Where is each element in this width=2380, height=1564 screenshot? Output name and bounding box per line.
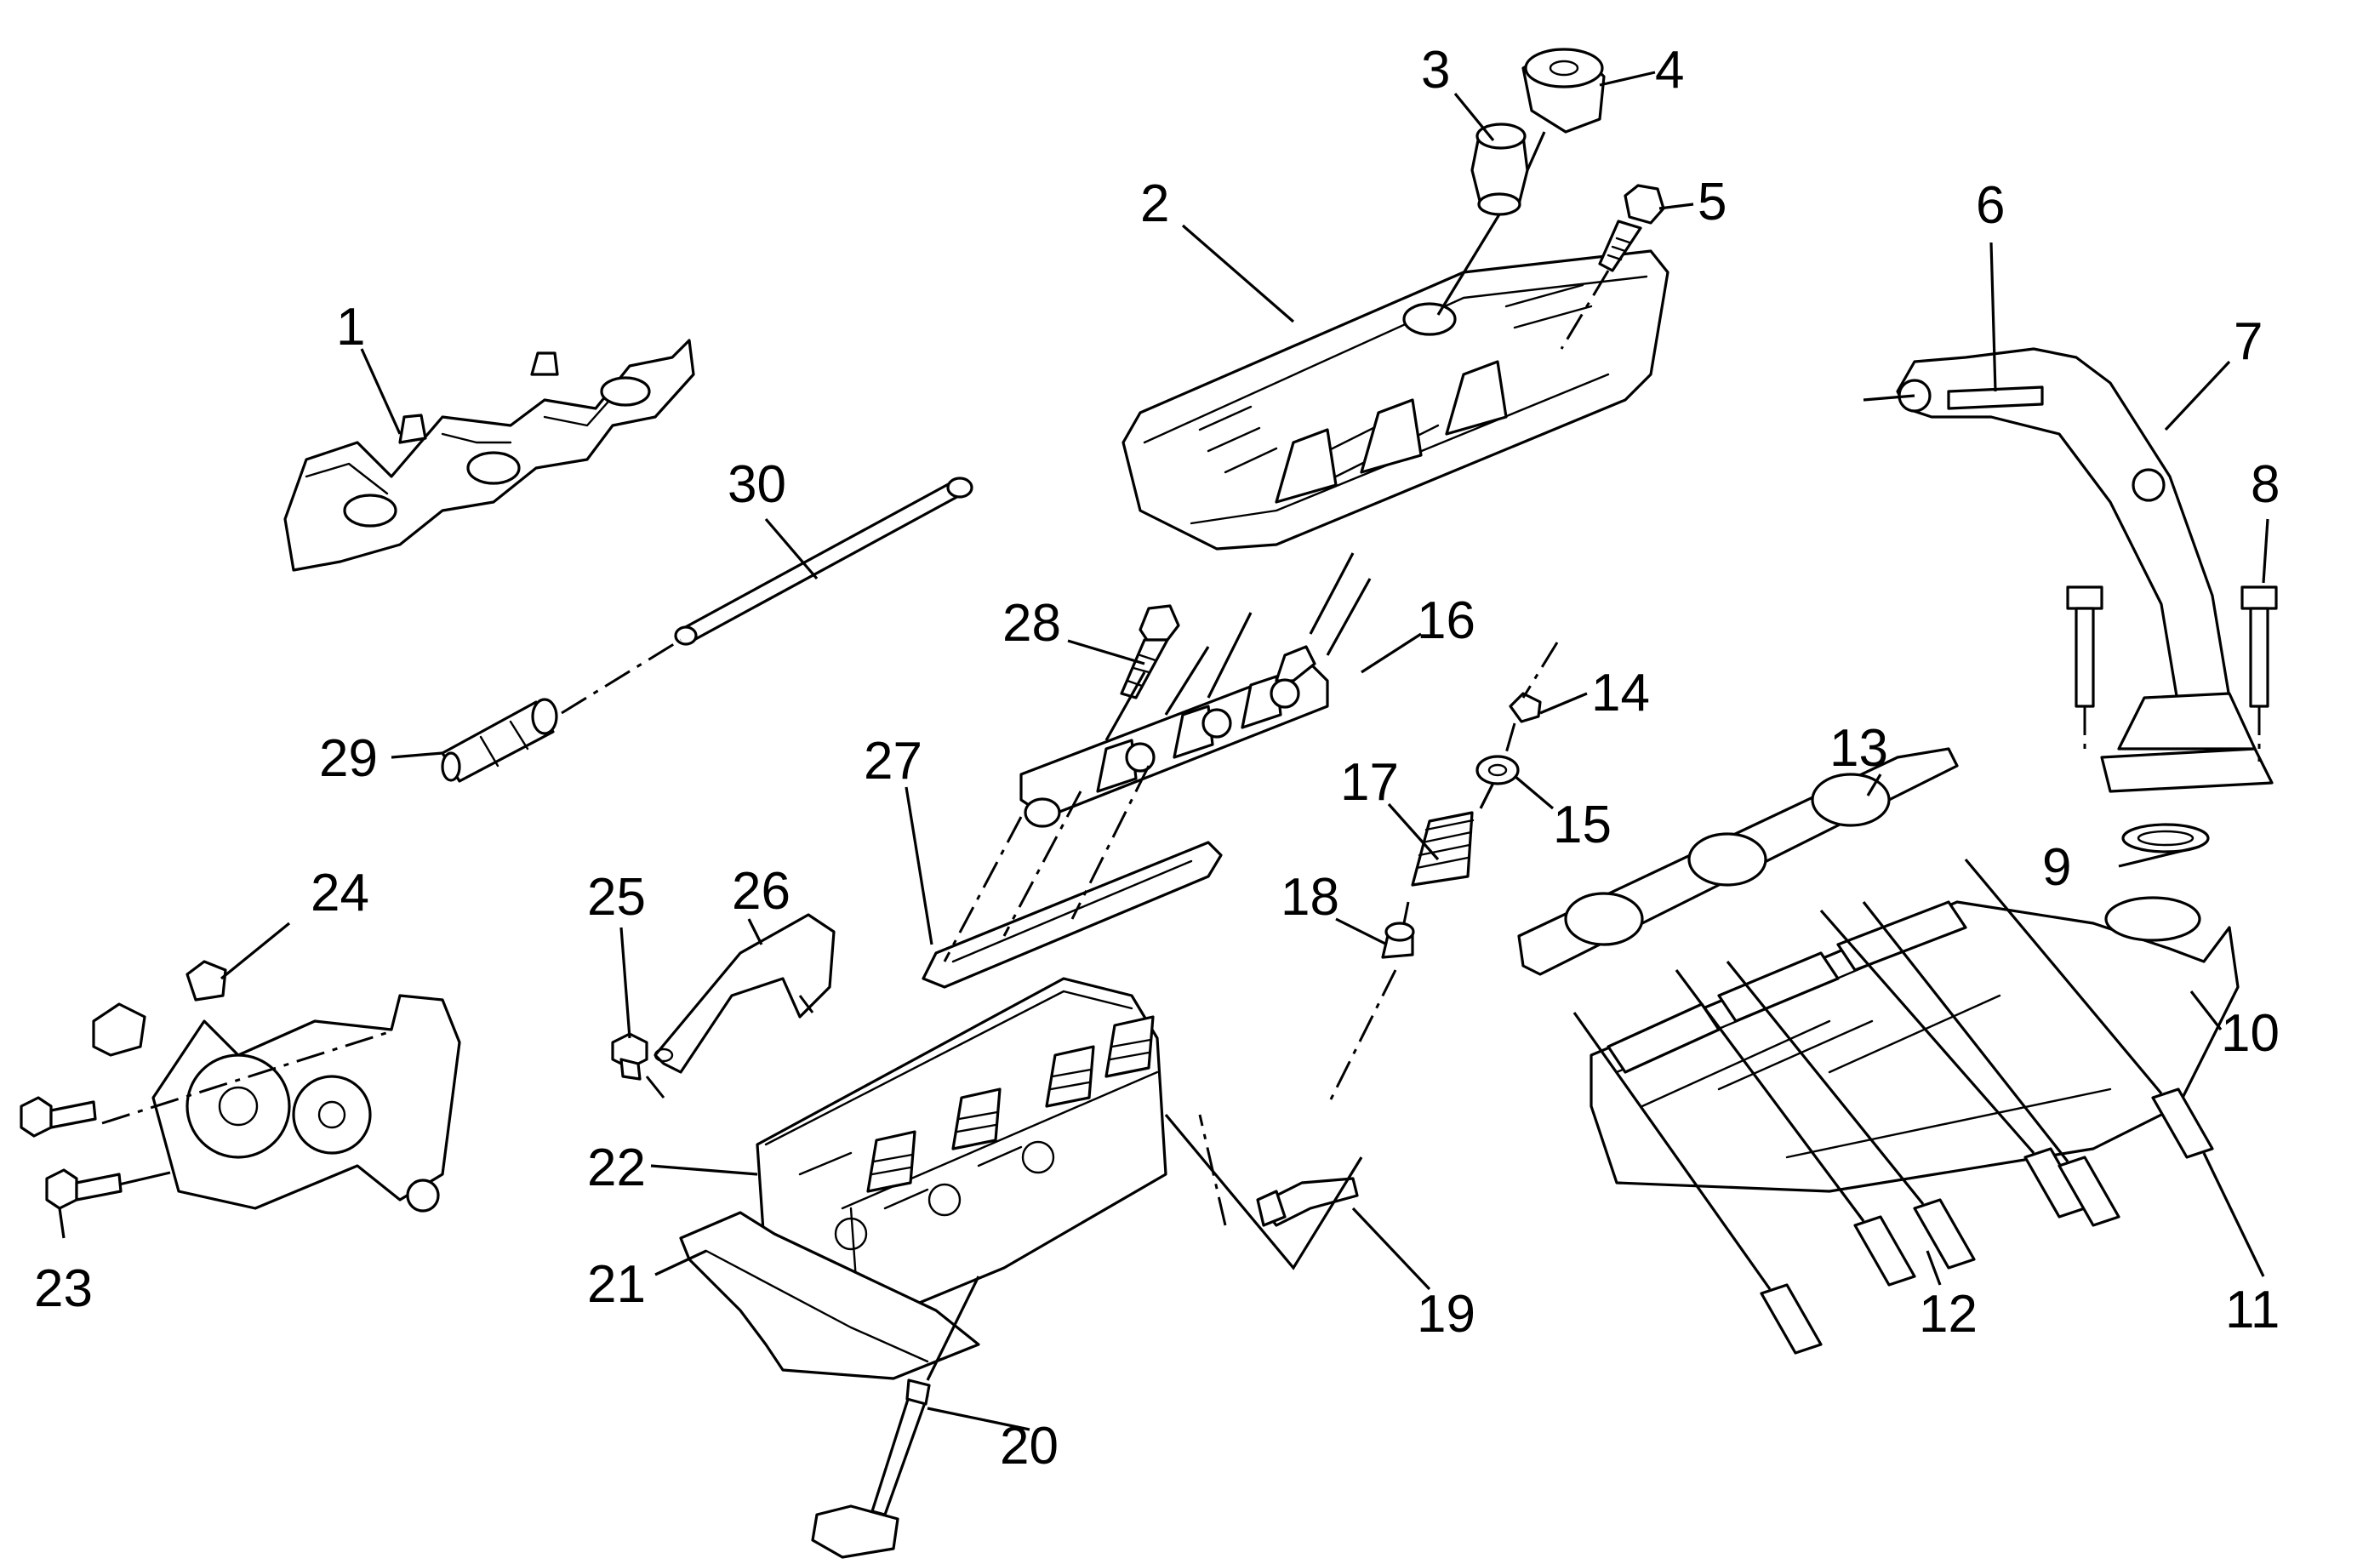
callout-21: 21 [587,1255,646,1314]
callout-labels: 1 2 3 4 5 6 7 8 9 10 11 12 13 14 15 16 1… [34,41,2280,1476]
crossover-pipe-seal-drawing [2121,823,2210,853]
valve-rocker-arms-drawing [922,645,1329,989]
callout-2: 2 [1140,174,1169,233]
callout-10: 10 [2221,1004,2280,1063]
callout-23: 23 [34,1259,93,1318]
bracket-bolts-drawing [20,1096,123,1210]
callout-5: 5 [1698,173,1726,231]
valve-lifter-drawing [441,698,558,783]
callout-24: 24 [311,864,369,922]
valve-spring-drawing [1411,811,1475,887]
callout-27: 27 [864,732,922,791]
callout-7: 7 [2234,312,2263,371]
oil-fill-tube-drawing [1470,123,1529,216]
callout-12: 12 [1919,1285,1978,1344]
callout-22: 22 [587,1139,646,1197]
temperature-sensor-drawing [1256,1177,1359,1227]
valve-springs-group [866,1015,1155,1193]
callout-16: 16 [1417,591,1475,650]
cylinder-head-gasket-drawing [679,1211,980,1380]
exhaust-crossover-pipe-drawing [1896,347,2274,793]
callout-20: 20 [1000,1417,1059,1476]
callout-26: 26 [732,862,790,921]
valve-rocker-arm-cover-drawing [1122,249,1669,551]
callout-19: 19 [1417,1285,1475,1344]
crossover-stud-drawing [1947,385,2044,410]
valve-stem-oil-seal-drawing [1381,922,1415,959]
callout-14: 14 [1591,664,1650,722]
callout-30: 30 [728,455,786,514]
valve-spring-cap-drawing [1475,692,1542,785]
callout-18: 18 [1281,868,1339,927]
crossover-pipe-bolts-drawing [2066,585,2278,708]
callout-13: 13 [1829,719,1888,778]
valve-cover-bolt-drawing [1598,184,1665,272]
callout-25: 25 [587,868,646,927]
valve-pushrod-drawing [674,477,973,646]
rocker-arm-bolt-drawing [1120,604,1180,699]
callout-6: 6 [1976,176,2005,235]
exhaust-manifold-gasket-drawing [1517,747,1959,976]
callout-leaders [58,71,2269,1431]
callout-4: 4 [1655,41,1684,100]
callout-3: 3 [1421,41,1450,100]
callout-11: 11 [2225,1281,2280,1339]
accessory-drive-bracket-drawing [92,960,461,1213]
callout-17: 17 [1340,753,1399,812]
callout-8: 8 [2251,455,2280,514]
valve-drawing [811,1378,931,1559]
exhaust-manifold-drawing [1590,896,2240,1193]
fuel-injector-rail-drawing [283,339,695,572]
callout-9: 9 [2042,838,2071,897]
callout-15: 15 [1553,796,1612,854]
callout-28: 28 [1002,594,1061,653]
exhaust-manifold-studs-drawing [1760,1087,2214,1355]
callout-29: 29 [319,729,378,788]
callout-1: 1 [336,298,365,357]
lift-bracket-drawing [611,913,836,1081]
oil-fill-cap-drawing [1521,48,1606,134]
